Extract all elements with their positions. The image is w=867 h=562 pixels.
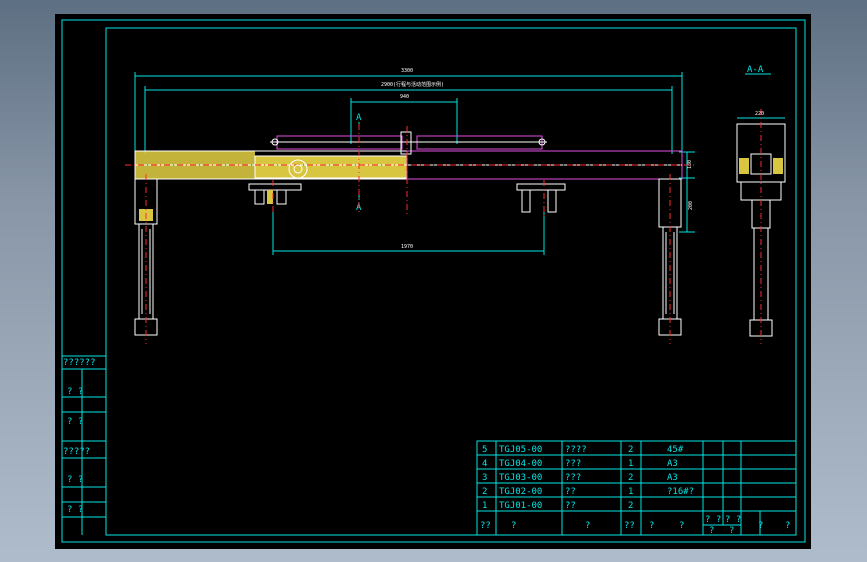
bom-cell-code: TGJ01-00 — [499, 501, 542, 511]
bom-header-2: ? — [585, 521, 590, 531]
section-view-aa: A-A 220 — [736, 65, 786, 344]
bom-cell-no: 4 — [482, 459, 487, 469]
left-label-4: ????? — [63, 447, 90, 457]
bom-cell-material: A3 — [667, 459, 678, 469]
inner-frame — [105, 27, 797, 536]
bom-header-9: ? — [785, 521, 790, 531]
bom-header-4: ? — [649, 521, 654, 531]
bom-cell-qty: 2 — [628, 473, 633, 483]
bom-cell-code: TGJ02-00 — [499, 487, 542, 497]
dim-upper-text: 940 — [400, 94, 409, 100]
bom-cell-name: ???? — [565, 445, 587, 455]
bom-cell-name: ??? — [565, 459, 581, 469]
bom-header-3: ?? — [624, 521, 635, 531]
drawing-sheet: ?????? ? ? ? ? ????? ? ? ? ? 3300 2900(行… — [55, 14, 811, 549]
bom-header-sub-0: ? — [709, 526, 714, 536]
bom-cell-no: 3 — [482, 473, 487, 483]
dim-side-width: 220 — [755, 111, 764, 117]
dim-right-top: 180 — [687, 160, 693, 169]
outer-frame — [61, 19, 806, 543]
bom-header-1: ? — [511, 521, 516, 531]
bom-cell-material: 45# — [667, 445, 684, 455]
top-cylinder-left — [270, 135, 407, 150]
section-mark-top: A — [356, 113, 362, 123]
cad-drawing: ?????? ? ? ? ? ????? ? ? ? ? 3300 2900(行… — [61, 19, 806, 543]
bom-cell-material: ?16#? — [667, 487, 694, 497]
bom-header-5: ? — [679, 521, 684, 531]
dimension-overall-note: 2900(行程与活动范围示例) — [144, 81, 673, 154]
dimension-overall: 3300 — [134, 68, 683, 154]
bom-header-6: ? ? — [705, 515, 721, 525]
bom-cell-qty: 1 — [628, 459, 633, 469]
left-title-strip: ?????? ? ? ? ? ????? ? ? ? ? — [62, 355, 106, 535]
right-leg — [658, 174, 682, 344]
bom-cell-qty: 1 — [628, 487, 633, 497]
bom-cell-no: 5 — [482, 445, 487, 455]
bom-header-8: ? — [758, 521, 763, 531]
bom-cell-material: A3 — [667, 473, 678, 483]
bom-cell-no: 1 — [482, 501, 487, 511]
top-cylinder-right — [400, 131, 547, 155]
left-label-3: ? ? — [67, 417, 83, 427]
bom-cell-qty: 2 — [628, 445, 633, 455]
dim-note-text: 2900(行程与活动范围示例) — [381, 81, 444, 88]
section-view-title: A-A — [747, 65, 764, 75]
bom-header-0: ?? — [480, 521, 491, 531]
bom-header-sub-1: ? — [729, 526, 734, 536]
left-label-6: ? ? — [67, 505, 83, 515]
dim-overall-text: 3300 — [401, 68, 413, 74]
bom-cell-no: 2 — [482, 487, 487, 497]
section-marks: A A — [356, 113, 408, 214]
bom-cell-name: ?? — [565, 487, 576, 497]
bom-cell-code: TGJ04-00 — [499, 459, 542, 469]
left-label-1: ?????? — [63, 358, 96, 368]
dim-lower-text: 1970 — [401, 244, 413, 250]
bom-header-7: ? ? — [725, 515, 741, 525]
dim-right-bottom: 200 — [688, 201, 694, 210]
dimension-lower: 1970 — [272, 209, 545, 255]
bom-cell-qty: 2 — [628, 501, 633, 511]
left-label-5: ? ? — [67, 475, 83, 485]
trolley-wheels-left — [248, 180, 302, 214]
trolley-wheels-right — [516, 180, 566, 219]
bom-cell-code: TGJ03-00 — [499, 473, 542, 483]
bom-cell-code: TGJ05-00 — [499, 445, 542, 455]
left-leg — [134, 174, 158, 344]
left-label-2: ? ? — [67, 387, 83, 397]
bom-cell-name: ??? — [565, 473, 581, 483]
bom-cell-name: ?? — [565, 501, 576, 511]
main-beam — [125, 150, 695, 180]
